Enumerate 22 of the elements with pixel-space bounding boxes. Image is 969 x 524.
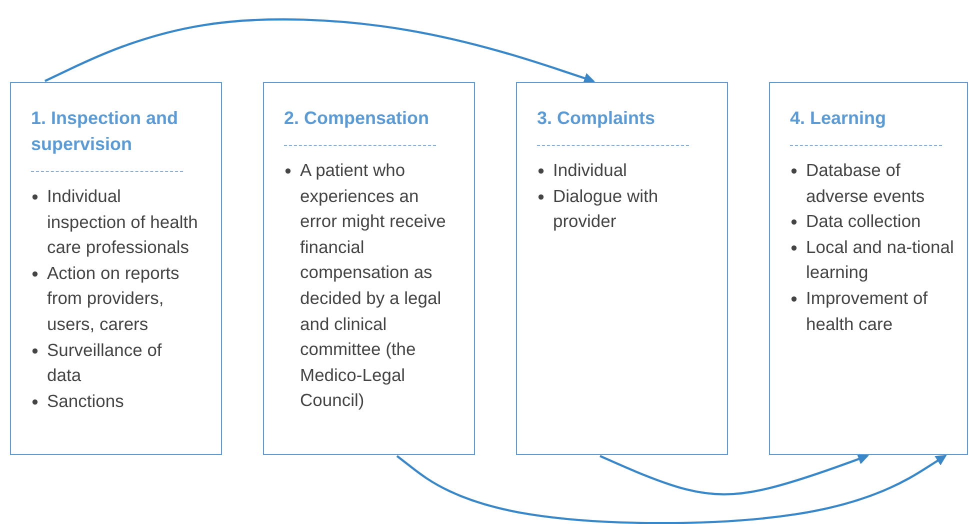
column-heading: 2. Compensation [284,107,430,130]
bullet-text: Action on reports from providers, users, carers [47,262,180,334]
bullet-text: Sanctions [47,390,124,411]
curved-arrow [600,454,870,496]
column-box [263,82,475,455]
bullet-text: Dialogue with provider [553,186,658,232]
curved-arrow [396,454,947,524]
column-heading: 3. Complaints [537,107,656,130]
curved-arrow [44,18,596,84]
bullet-text: A patient who experiences an error might receive financial compensation as decided by a legal and clinical committee (the Medico-Legal Council) [300,160,446,410]
bullet-text: Database of adverse events [806,160,925,206]
bullet-text: Surveillance of data [47,340,162,386]
bullet-text: Improvement of health care [806,288,928,334]
column-heading: 1. Inspection and supervision [31,107,180,156]
bullet-text: Local and na-tional learning [806,236,954,282]
column-box [769,82,968,455]
bullet-text: Data collection [806,211,921,232]
column-box [10,82,222,455]
bullet-text: Individual [553,160,627,180]
column-heading: 4. Learning [790,107,888,130]
bullet-text: Individual inspection of health care professionals [47,186,198,258]
column-box [516,82,728,455]
